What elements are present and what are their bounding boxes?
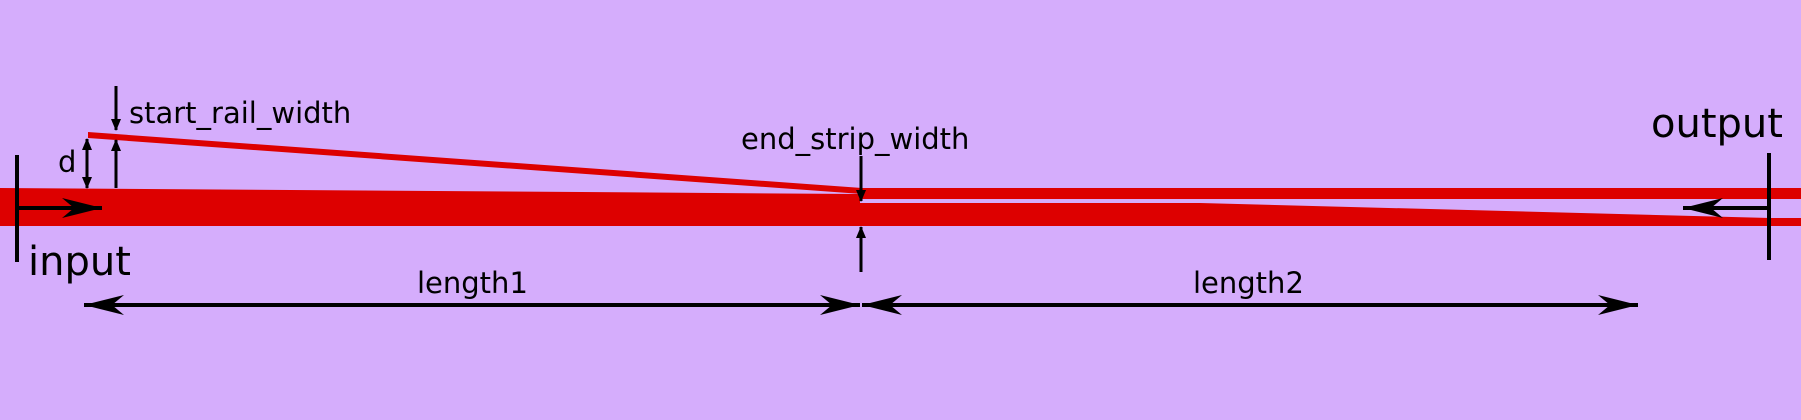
end-strip-gap bbox=[860, 199, 1801, 203]
end-strip-width-label: end_strip_width bbox=[741, 122, 969, 156]
length1-label: length1 bbox=[417, 266, 528, 300]
tapered-rail bbox=[88, 132, 862, 194]
d-label: d bbox=[58, 145, 76, 179]
length2-label: length2 bbox=[1193, 266, 1304, 300]
start-rail-width-label: start_rail_width bbox=[129, 96, 351, 130]
main-strip-waveguide bbox=[0, 188, 1801, 226]
end-strip-upper bbox=[860, 188, 1801, 199]
output-label: output bbox=[1651, 101, 1783, 147]
input-label: input bbox=[28, 239, 131, 285]
